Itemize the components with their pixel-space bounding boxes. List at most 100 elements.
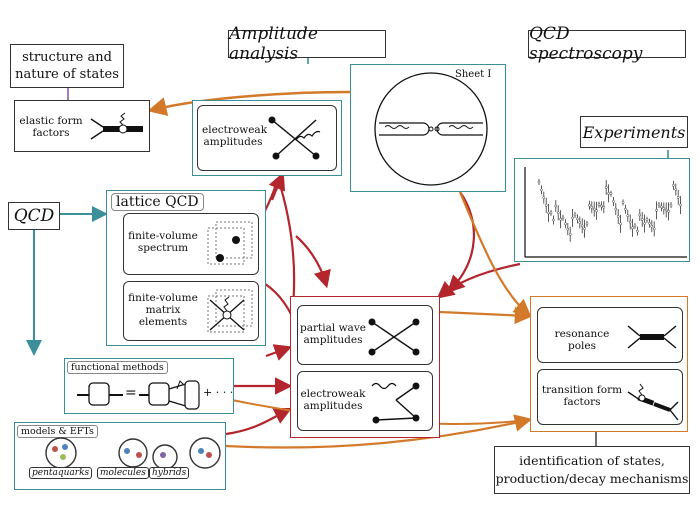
matrix-line1: finite-volume (128, 292, 198, 304)
data-point (621, 201, 625, 204)
data-point (626, 214, 630, 218)
data-point (628, 220, 632, 224)
resonance-poles-panel: resonance poles (537, 307, 683, 363)
structure-box: structure and nature of states (10, 44, 124, 88)
data-point (583, 227, 586, 231)
models-efts-box: models & EFTs pentaquarks molecules hybr… (14, 422, 226, 490)
ew-top-line2: amplitudes (203, 136, 263, 148)
data-point (619, 222, 622, 226)
functional-methods-box: functional methods = + · · · (64, 358, 234, 414)
data-point (679, 203, 682, 207)
spectrum-label: finite-volume spectrum (128, 230, 198, 254)
ew-center-label: electroweak amplitudes (300, 388, 366, 412)
data-point (537, 180, 541, 184)
data-point (648, 221, 651, 225)
electroweak-top-inner: electroweak amplitudes (197, 105, 337, 171)
identification-line1: identification of states, (519, 453, 665, 468)
data-point (614, 207, 618, 211)
data-point (566, 227, 570, 231)
data-point (602, 205, 606, 209)
transition-line2: factors (563, 396, 601, 408)
data-point (662, 207, 666, 210)
partial-wave-label: partial wave amplitudes (300, 322, 366, 346)
data-point (547, 211, 550, 215)
data-point (578, 221, 582, 224)
electroweak-top-box: electroweak amplitudes (192, 100, 342, 176)
data-point (585, 222, 589, 226)
data-point (638, 213, 642, 217)
data-point (597, 203, 601, 207)
ew-top-line1: electroweak (202, 124, 268, 136)
data-point (652, 227, 656, 231)
data-point (655, 208, 658, 212)
pw-line2: amplitudes (303, 334, 363, 346)
data-point (640, 218, 644, 221)
elastic-label: elastic form factors (19, 115, 83, 139)
data-point (571, 216, 574, 220)
transition-label: transition form factors (540, 384, 624, 408)
elastic-line1: elastic form (19, 115, 83, 127)
data-point (561, 216, 565, 220)
data-point (592, 207, 596, 211)
sheet-to-center-arrow (446, 191, 476, 294)
data-point (559, 217, 562, 221)
data-point (564, 222, 567, 226)
qcd-spectroscopy-text: QCD spectroscopy (529, 24, 643, 64)
data-point (595, 209, 598, 213)
data-point (612, 200, 615, 203)
data-point (676, 195, 680, 199)
data-point (544, 203, 548, 207)
ew-top-diagram-icon (268, 116, 321, 160)
data-point (607, 192, 610, 195)
identification-box: identification of states, production/dec… (494, 446, 690, 494)
transition-ff-icon (627, 383, 679, 421)
elastic-form-factor-box: elastic form factors (14, 100, 150, 152)
identification-line2: production/decay mechanisms (495, 471, 689, 486)
data-point (669, 203, 673, 207)
dyson-schwinger-icon (77, 380, 200, 410)
models-title: models & EFTs (17, 425, 98, 438)
finite-volume-spectrum-panel: finite-volume spectrum (123, 213, 259, 275)
qcd-spectroscopy-title: QCD spectroscopy (528, 24, 686, 64)
structure-line1: structure and (22, 50, 112, 65)
data-point (667, 210, 670, 213)
ew-top-label: electroweak amplitudes (202, 124, 268, 148)
data-point (540, 188, 543, 192)
lattice-title: lattice QCD (111, 193, 204, 211)
experiments-plot-box (514, 158, 690, 262)
transition-ff-panel: transition form factors (537, 369, 683, 425)
ew-center-line1: electroweak (300, 388, 366, 400)
data-point (660, 205, 663, 209)
partial-wave-diagram-icon (368, 318, 420, 356)
sheet-to-elastic-arrow (147, 90, 351, 116)
structure-line2: nature of states (15, 67, 119, 82)
models-illustration (45, 437, 221, 470)
data-point (664, 208, 668, 212)
data-point (645, 218, 649, 222)
data-point (609, 192, 613, 196)
data-point (573, 213, 577, 217)
data-point (643, 222, 646, 225)
data-point (576, 217, 579, 221)
lattice-qcd-box: lattice QCD finite-volume spectrum finit… (106, 190, 266, 346)
resonance-box: resonance poles transition form factors (530, 296, 688, 432)
data-point (552, 218, 555, 222)
data-point (588, 203, 591, 207)
data-point (674, 188, 678, 191)
data-point (568, 232, 572, 236)
data-point (636, 229, 639, 233)
data-point (590, 205, 594, 209)
data-point (631, 226, 634, 230)
resonance-pole-icon (627, 325, 677, 349)
transition-line1: transition form (541, 384, 623, 396)
spectrum-line1: finite-volume (128, 230, 198, 242)
matrix-line2: matrix (145, 304, 181, 316)
center-to-right-arrow (439, 306, 533, 325)
poles-label: resonance poles (554, 328, 610, 352)
elastic-vertex-icon (90, 112, 143, 140)
data-point (542, 196, 546, 199)
data-point (624, 207, 627, 211)
experiment-data-plot (524, 167, 687, 258)
center-amplitudes-box: partial wave amplitudes electroweak ampl… (290, 296, 440, 438)
models-to-center-arrow (225, 408, 292, 436)
